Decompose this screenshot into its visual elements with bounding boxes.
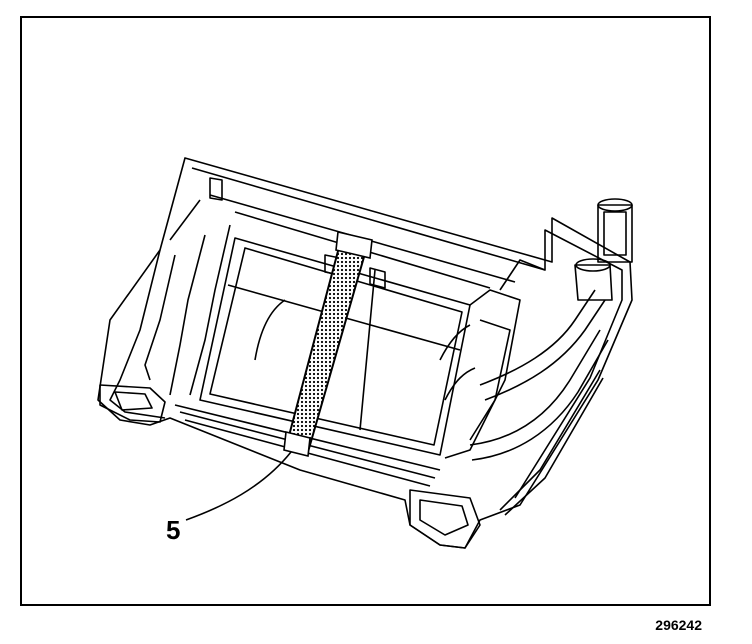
core-frame (199, 237, 471, 456)
left-foot (99, 384, 166, 423)
coolant-pipe-lower (469, 329, 601, 446)
right-foot (409, 489, 481, 549)
coolant-pipe-upper (479, 289, 596, 386)
figure-number: 296242 (655, 617, 702, 633)
callout-label: 5 (166, 515, 181, 545)
illustration-frame (20, 16, 711, 606)
left-end-wall (109, 249, 166, 419)
filter-seal-strap (284, 234, 370, 454)
callout-leader (185, 451, 292, 521)
pipe-fitting (597, 204, 633, 263)
